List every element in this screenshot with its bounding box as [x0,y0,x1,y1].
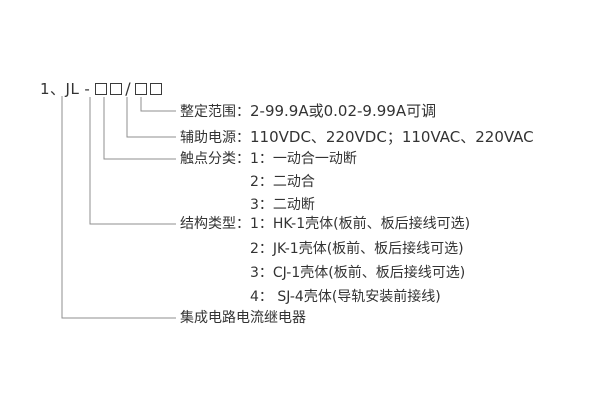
structure-type-option-1: 1：HK-1壳体(板前、板后接线可选) [250,216,471,232]
connector-aux-power [126,97,176,138]
model-code-prefix: 1、JL [40,80,80,98]
contact-type-option-3: 3：二动断 [250,197,315,213]
aux-power-row: 辅助电源：110VDC、220VDC；110VAC、220VAC [180,129,534,146]
model-code-slash: / [125,79,132,98]
setting-range-value: 2-99.9A或0.02-9.99A可调 [250,102,437,120]
aux-power-value: 110VDC、220VDC；110VAC、220VAC [250,128,534,146]
contact-type-row: 触点分类：1：一动合一动断 [180,151,357,167]
structure-type-option-2: 2：JK-1壳体(板前、板后接线可选) [250,241,464,257]
structure-type-row: 结构类型：1：HK-1壳体(板前、板后接线可选) [180,216,470,232]
product-name-row: 集成电路电流继电器 [180,310,306,326]
setting-range-row: 整定范围：2-99.9A或0.02-9.99A可调 [180,103,436,120]
connector-contact-type [103,97,176,160]
contact-type-option-1: 1：一动合一动断 [250,151,357,167]
structure-type-option-4: 4： SJ-4壳体(导轨安装前接线) [250,289,441,305]
model-code-dash: - [84,79,91,98]
code-box-structure-type [94,82,107,95]
contact-type-label: 触点分类： [180,151,250,167]
connector-product-name [61,96,176,319]
code-box-setting-range [149,82,162,95]
model-code: 1、JL - / [40,78,163,99]
code-box-aux-power [134,82,147,95]
connector-structure-type [89,97,176,225]
setting-range-label: 整定范围： [180,104,250,120]
product-name-label: 集成电路电流继电器 [180,310,306,326]
structure-type-label: 结构类型： [180,216,250,232]
structure-type-option-3: 3：CJ-1壳体(板前、板后接线可选) [250,265,466,281]
connector-setting-range [140,97,176,112]
aux-power-label: 辅助电源： [180,130,250,146]
code-box-contact-type [109,82,122,95]
contact-type-option-2: 2：二动合 [250,174,315,190]
